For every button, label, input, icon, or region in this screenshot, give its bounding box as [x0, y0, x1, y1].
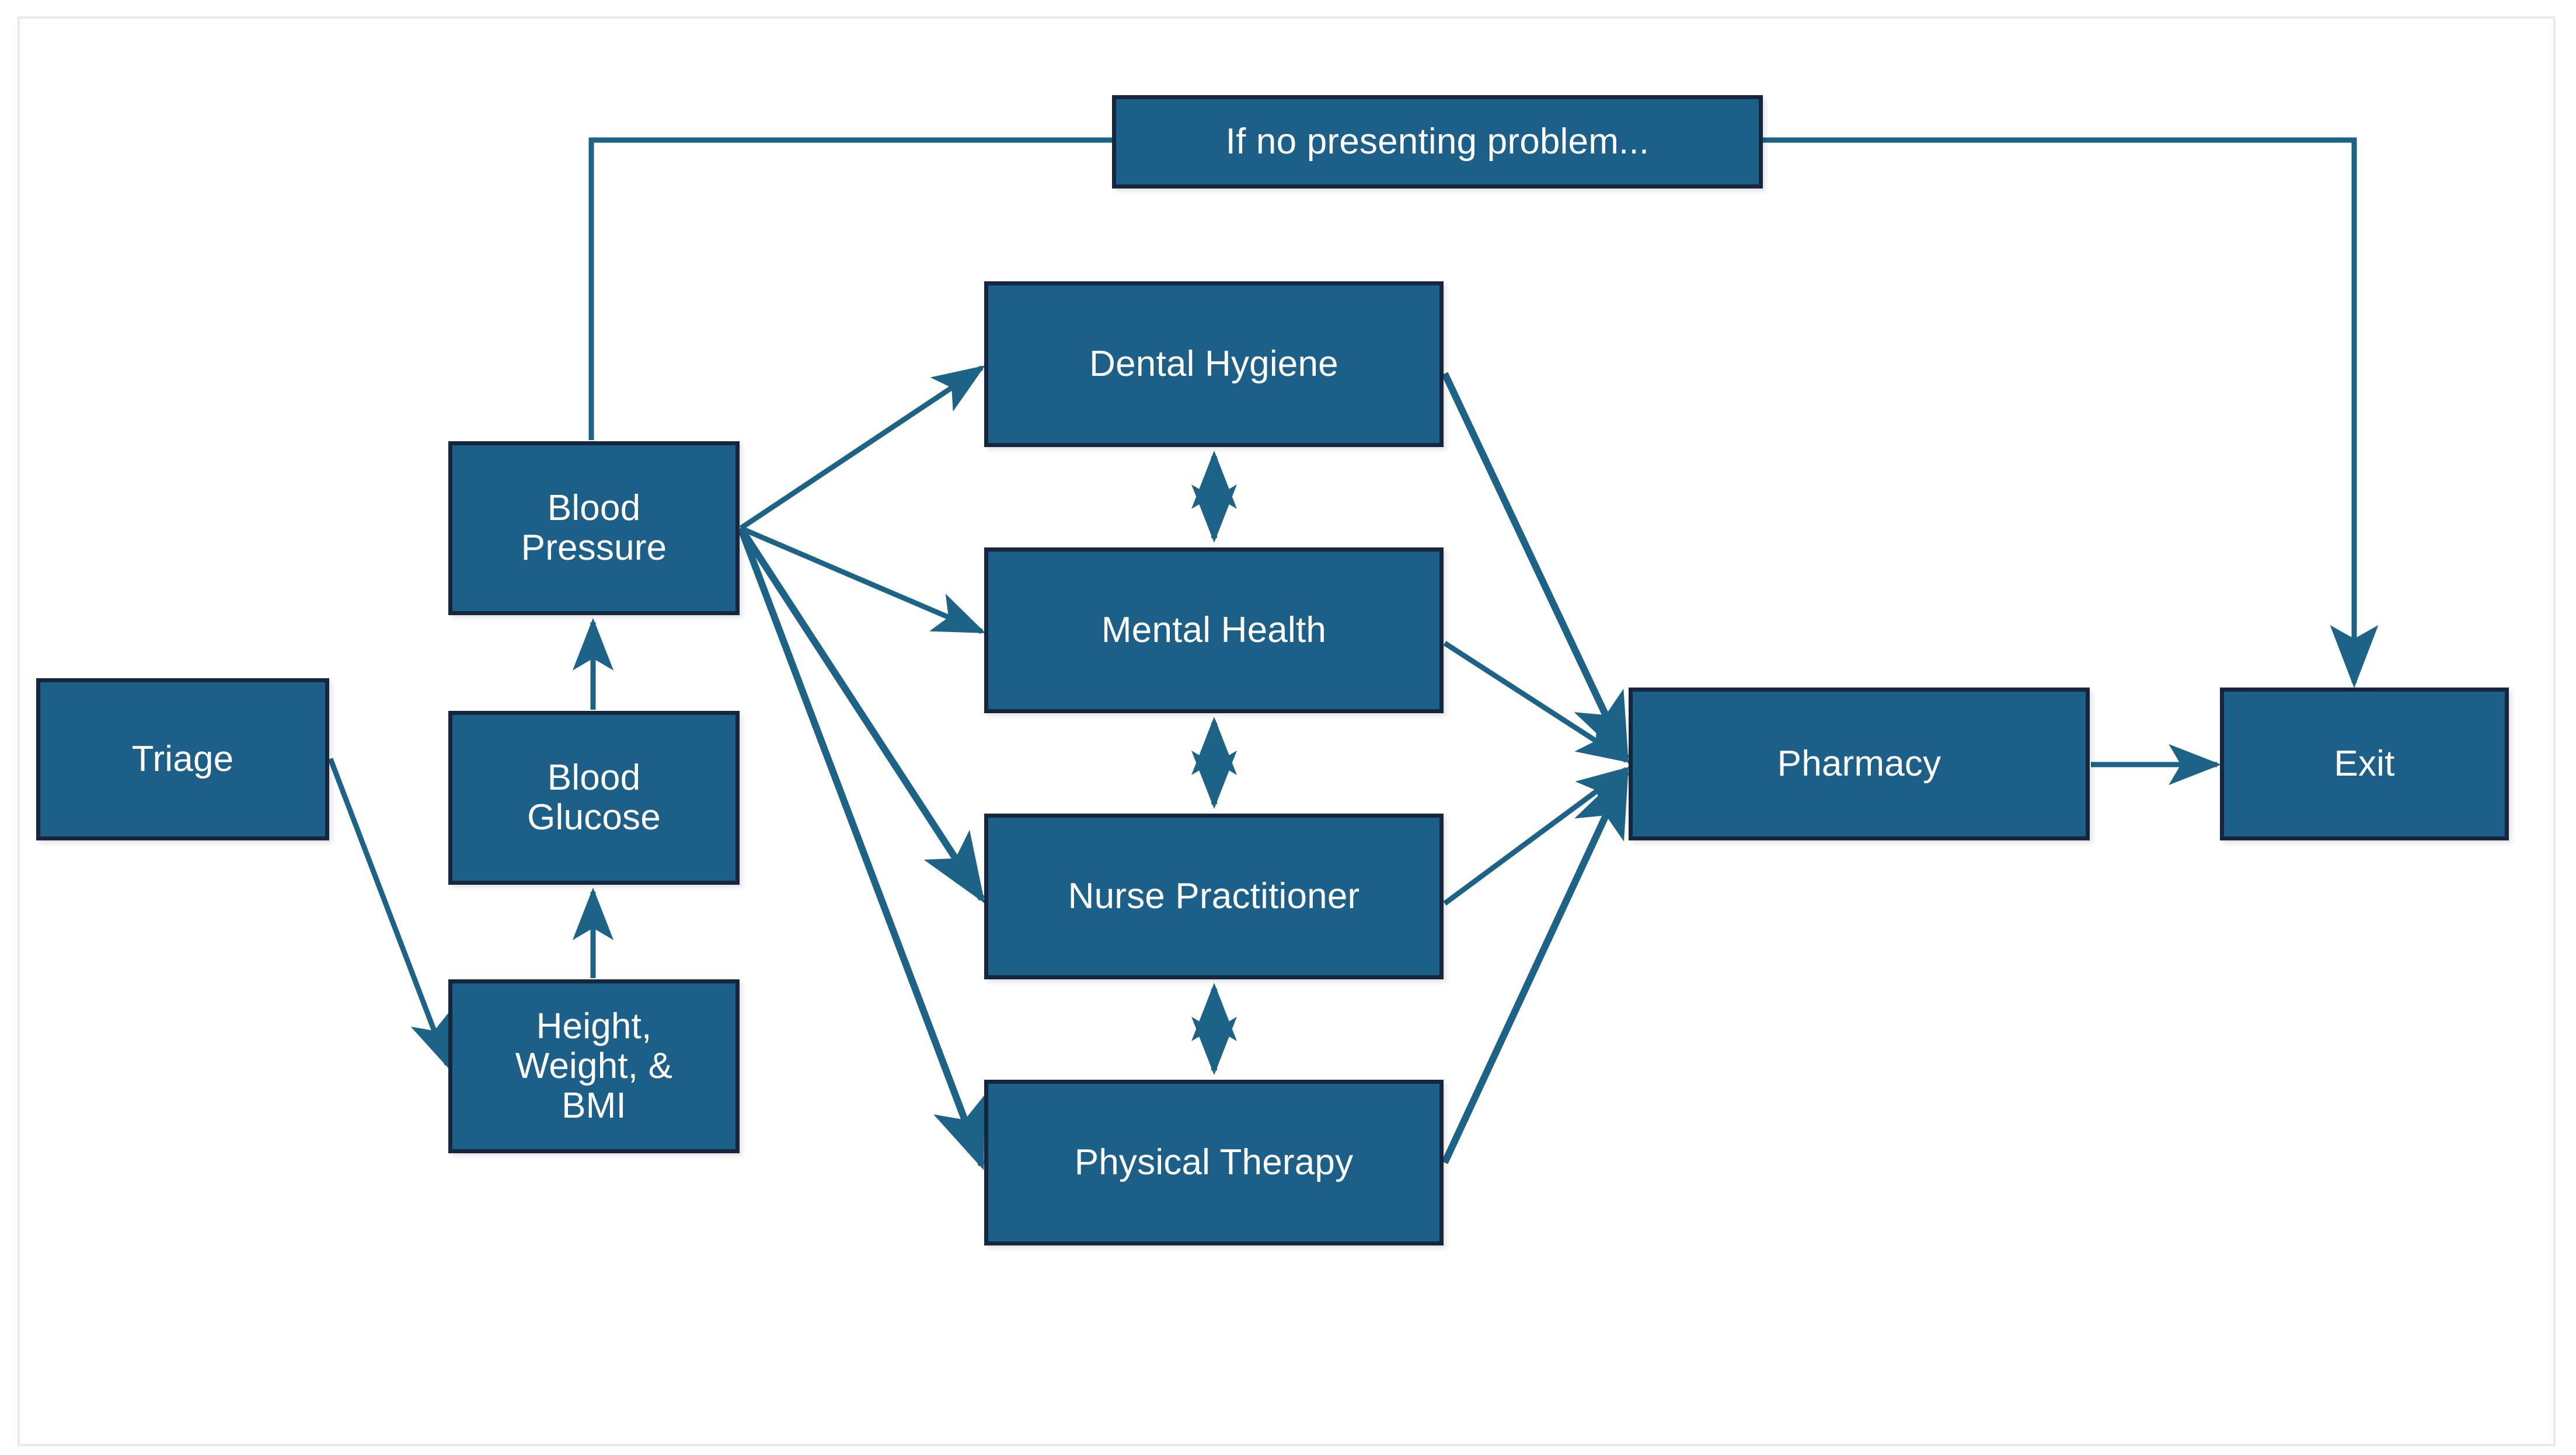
node-exit-label: Exit — [2334, 743, 2395, 784]
node-nurse-practitioner-label: Nurse Practitioner — [1068, 875, 1360, 916]
node-blood-pressure[interactable]: Blood Pressure — [448, 441, 740, 615]
node-triage[interactable]: Triage — [36, 678, 329, 840]
node-blood-glucose[interactable]: Blood Glucose — [448, 711, 740, 885]
node-no-presenting-problem-label: If no presenting problem... — [1225, 121, 1650, 162]
node-dental-hygiene-label: Dental Hygiene — [1089, 343, 1338, 384]
node-triage-label: Triage — [131, 738, 234, 779]
node-physical-therapy[interactable]: Physical Therapy — [984, 1080, 1444, 1245]
node-height-weight-bmi-label: Height, Weight, & BMI — [515, 1006, 673, 1126]
node-mental-health[interactable]: Mental Health — [984, 547, 1444, 713]
node-no-presenting-problem[interactable]: If no presenting problem... — [1112, 95, 1763, 189]
node-dental-hygiene[interactable]: Dental Hygiene — [984, 281, 1444, 447]
node-height-weight-bmi[interactable]: Height, Weight, & BMI — [448, 979, 740, 1153]
node-nurse-practitioner[interactable]: Nurse Practitioner — [984, 814, 1444, 979]
node-mental-health-label: Mental Health — [1101, 609, 1327, 650]
node-blood-glucose-label: Blood Glucose — [527, 757, 661, 838]
node-blood-pressure-label: Blood Pressure — [521, 487, 667, 568]
node-pharmacy-label: Pharmacy — [1777, 743, 1941, 784]
node-pharmacy[interactable]: Pharmacy — [1629, 688, 2090, 840]
node-physical-therapy-label: Physical Therapy — [1074, 1142, 1354, 1182]
node-exit[interactable]: Exit — [2220, 688, 2509, 840]
